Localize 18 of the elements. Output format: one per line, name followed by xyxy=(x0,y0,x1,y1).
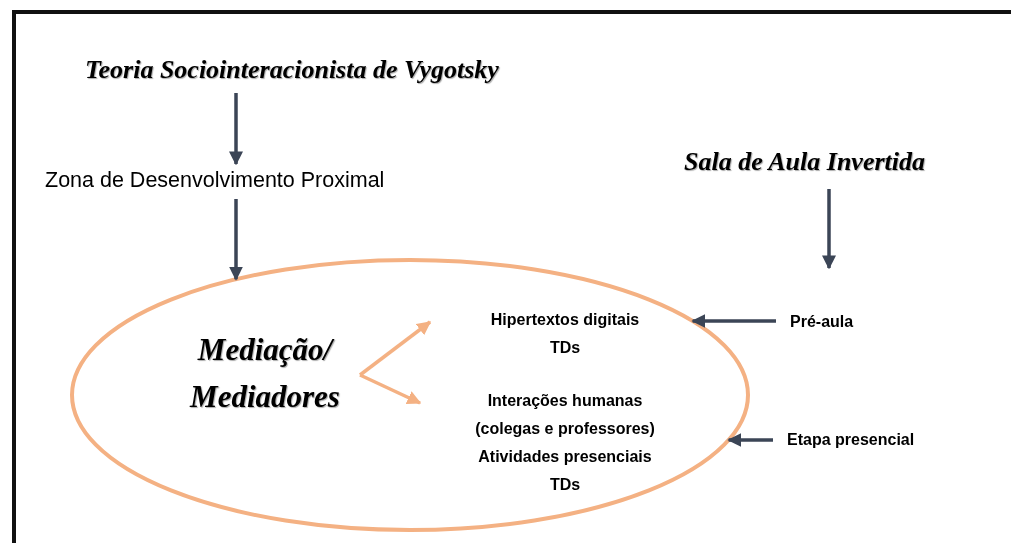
stage-label: Pré-aula xyxy=(790,313,854,331)
arrow xyxy=(359,373,422,405)
arrow xyxy=(727,433,773,447)
list-text: Atividades presenciais xyxy=(477,447,653,467)
arrow xyxy=(229,199,243,281)
arrow xyxy=(691,314,776,328)
list-text: TDs xyxy=(548,338,582,358)
stage-label: Etapa presencial xyxy=(787,431,915,449)
arrow xyxy=(822,189,836,270)
concept-text: Zona de Desenvolvimento Proximal xyxy=(45,168,385,193)
arrow xyxy=(358,320,432,377)
arrow xyxy=(229,93,243,166)
list-text: Hipertextos digitais xyxy=(489,310,641,330)
title-text: Teoria Sociointeracionista de Vygotsky xyxy=(85,55,499,85)
list-text: Interações humanas (colegas e professores) xyxy=(474,391,656,439)
title-text: Sala de Aula Invertida xyxy=(684,147,925,177)
list-text: TDs xyxy=(548,475,582,495)
concept-text: Mediação/ Mediadores xyxy=(170,326,360,420)
